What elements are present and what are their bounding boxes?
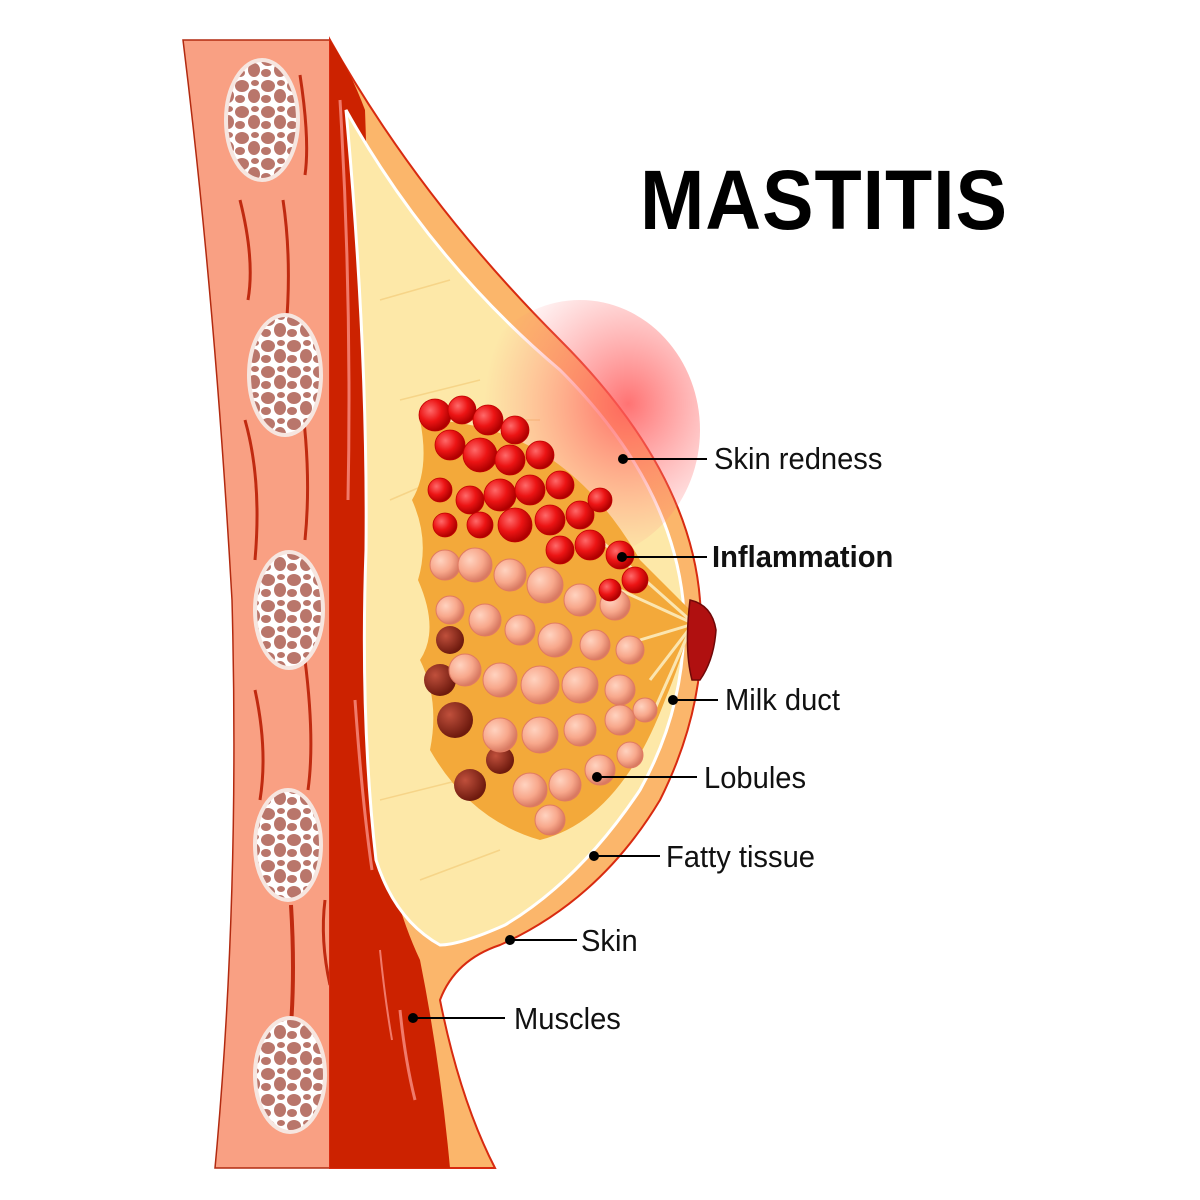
nipple bbox=[686, 599, 717, 681]
inflammation-cluster bbox=[418, 395, 649, 602]
label-muscles: Muscles bbox=[514, 1001, 621, 1036]
ribs bbox=[224, 58, 327, 1134]
label-skin-redness: Skin redness bbox=[714, 441, 883, 476]
leader-dots bbox=[408, 454, 678, 1023]
label-fatty-tissue: Fatty tissue bbox=[666, 839, 815, 874]
label-lobules: Lobules bbox=[704, 760, 807, 795]
leader-lines bbox=[413, 458, 718, 1019]
diagram-title: MASTITIS bbox=[640, 153, 1008, 247]
label-skin: Skin bbox=[581, 923, 638, 958]
label-milk-duct: Milk duct bbox=[725, 682, 840, 717]
lobules bbox=[424, 547, 658, 836]
label-inflammation: Inflammation bbox=[712, 539, 894, 574]
